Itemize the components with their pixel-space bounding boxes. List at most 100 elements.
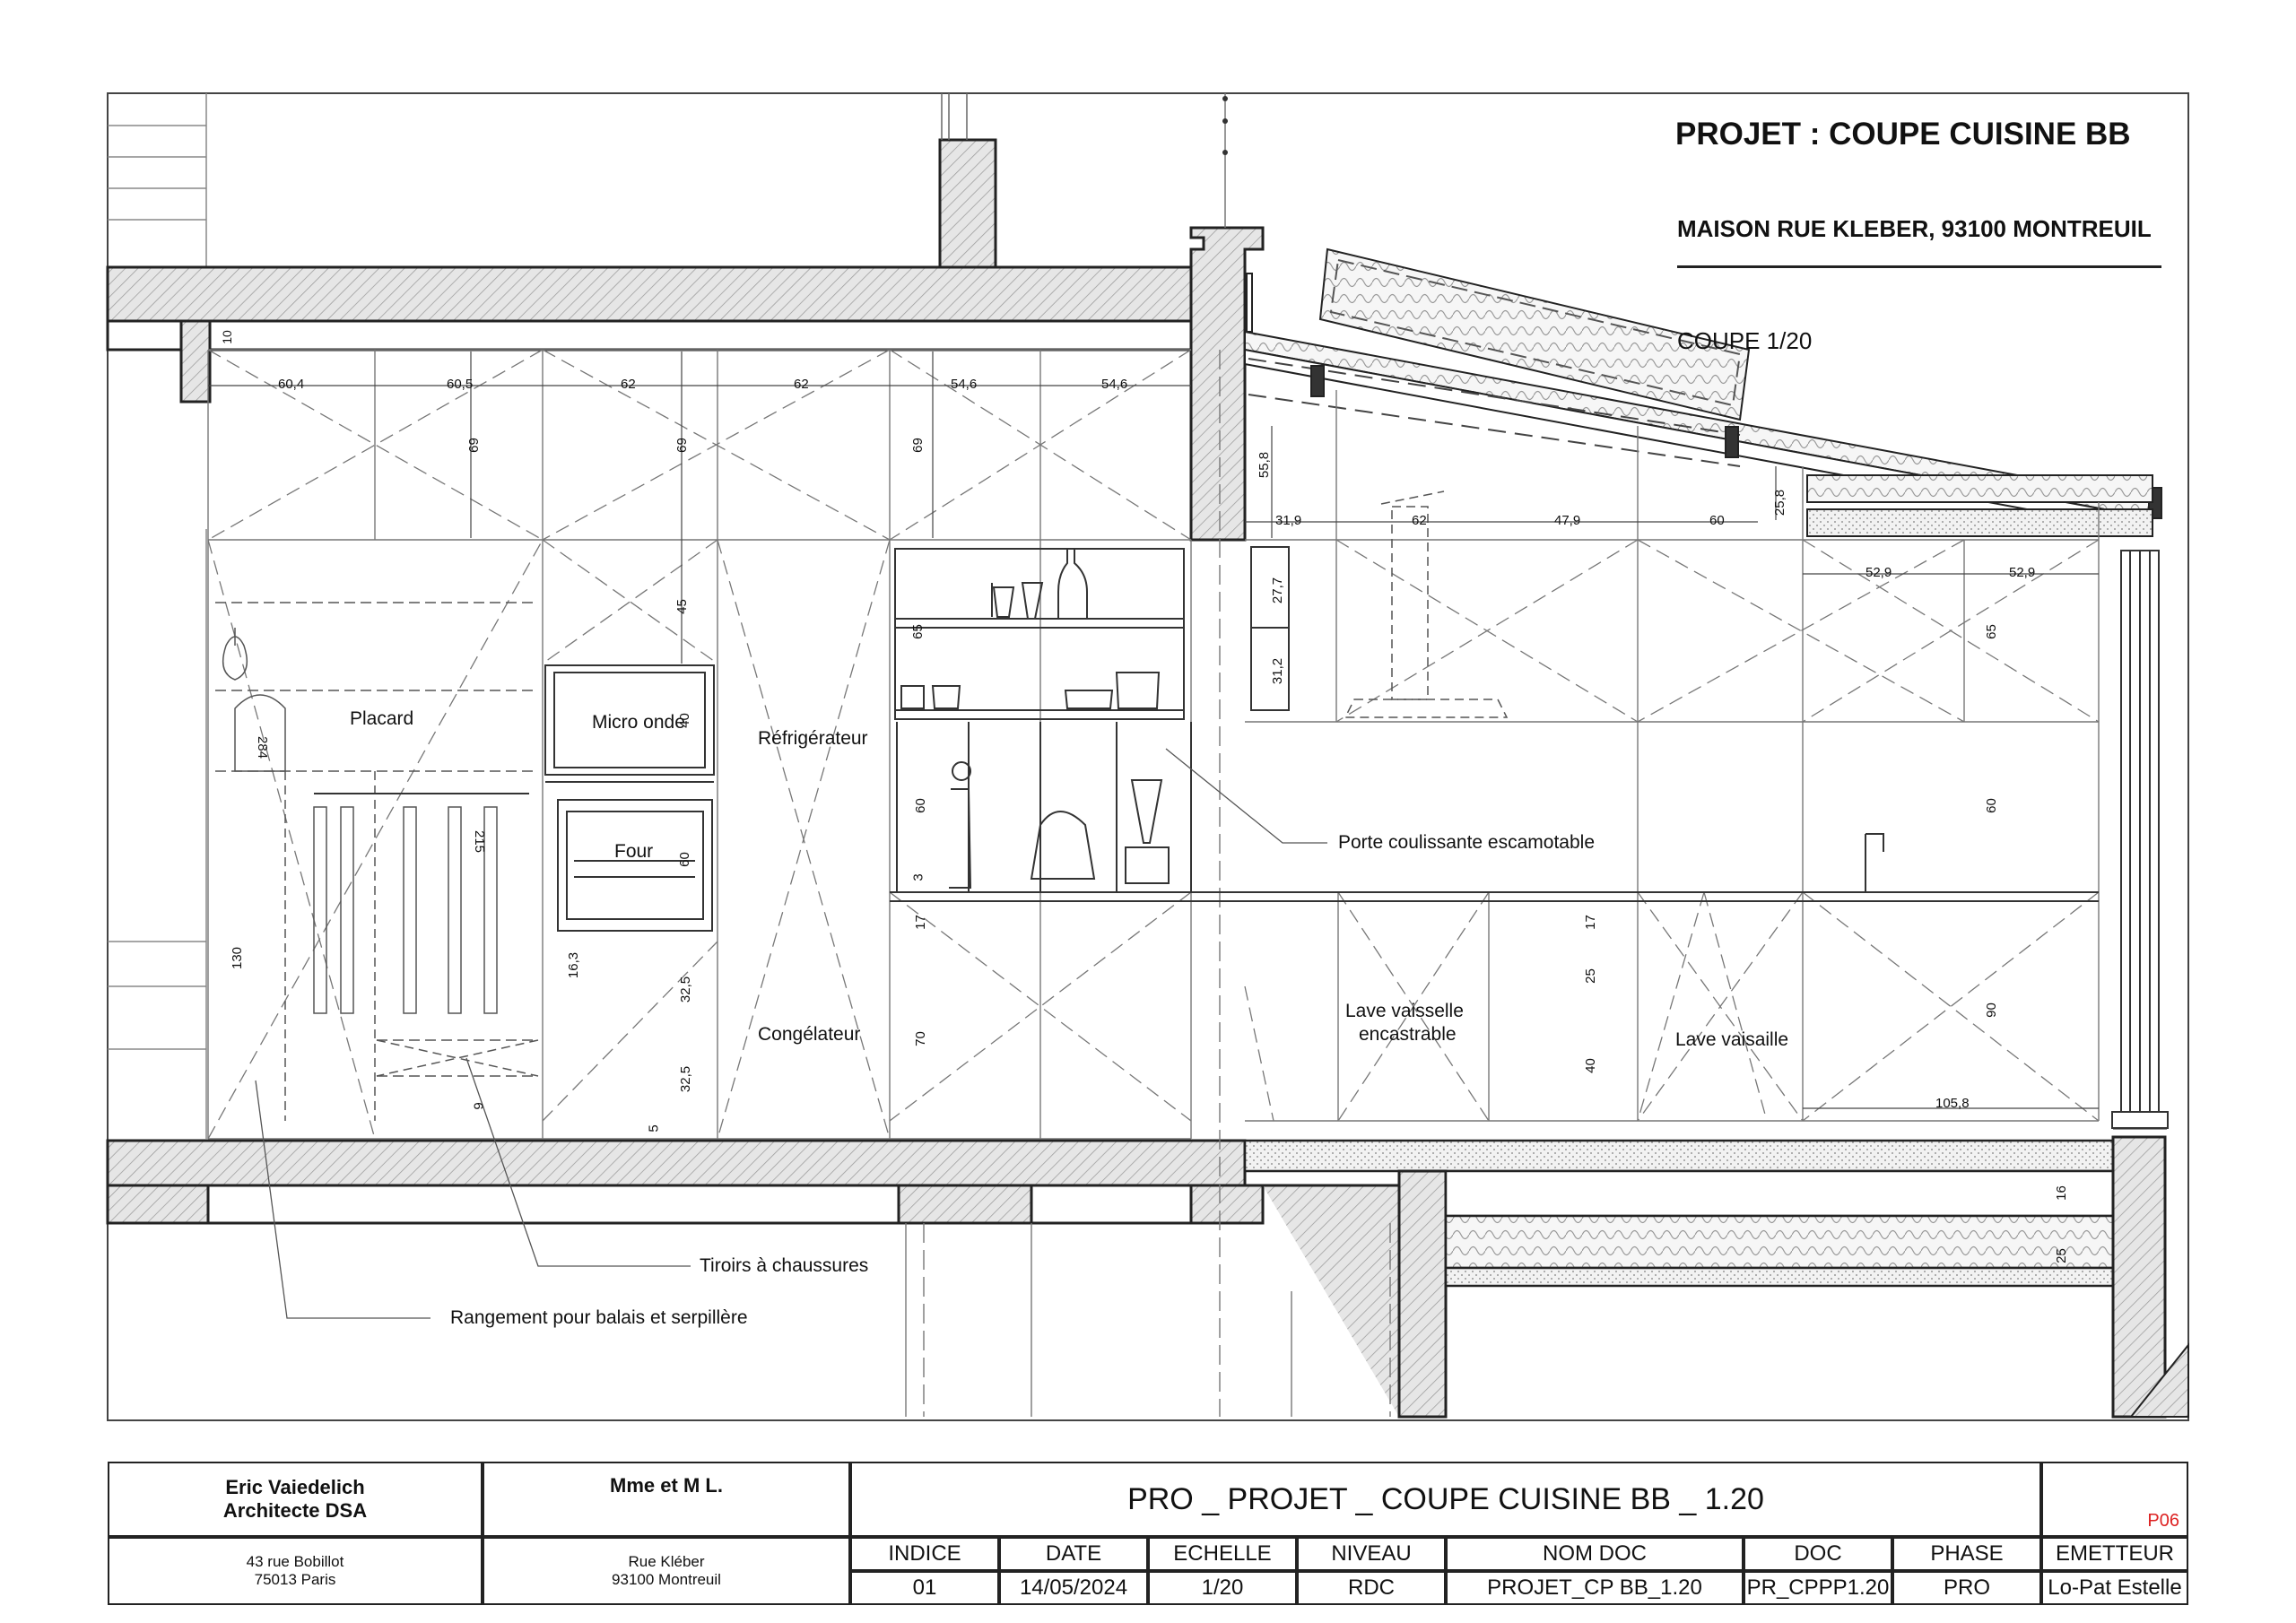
dim-65b: 65	[1983, 624, 1999, 639]
shelf-unit	[894, 548, 1192, 892]
dim-60c: 60	[1983, 798, 1999, 813]
dim-25: 25	[1582, 968, 1598, 984]
project-title: PROJET : COUPE CUISINE BB	[1675, 117, 2131, 152]
roof	[1244, 247, 2162, 537]
header-underline	[1677, 265, 2161, 268]
value-date: 14/05/2024	[999, 1571, 1148, 1605]
project-name-cell: PRO _ PROJET _ COUPE CUISINE BB _ 1.20	[850, 1462, 2041, 1537]
label-lave-vaisselle-encastrable-line1: Lave vaisselle	[1345, 1001, 1464, 1021]
header-echelle: ECHELLE	[1148, 1537, 1297, 1571]
revision-cell: P06	[2041, 1462, 2188, 1537]
dim-top-2: 60,5	[447, 377, 474, 392]
project-name: PRO _ PROJET _ COUPE CUISINE BB _ 1.20	[1127, 1481, 1764, 1516]
dim-163: 16,3	[566, 951, 582, 979]
dim-130: 130	[230, 946, 246, 970]
value-nom-doc: PROJET_CP BB_1.20	[1446, 1571, 1744, 1605]
placard-cabinet	[215, 602, 539, 1121]
dim-3: 3	[910, 873, 926, 881]
dim-right-4: 60	[1709, 513, 1725, 528]
dashed-diagonals	[207, 349, 2100, 1140]
value-niveau: RDC	[1297, 1571, 1446, 1605]
range-hood	[1344, 490, 1509, 718]
label-placard: Placard	[350, 708, 414, 729]
dim-60b: 60	[676, 852, 692, 867]
client-address-1: Rue Kléber	[628, 1553, 705, 1570]
header-date: DATE	[999, 1537, 1148, 1571]
dim-top-3: 62	[621, 377, 636, 392]
dim-40: 40	[676, 713, 692, 728]
header-nom-doc: NOM DOC	[1446, 1537, 1744, 1571]
dim-right-2: 62	[1412, 513, 1427, 528]
architect-address-cell: 43 rue Bobillot 75013 Paris	[108, 1537, 483, 1605]
right-column	[2111, 550, 2169, 1129]
dim-65a: 65	[909, 624, 926, 639]
dim-5: 5	[646, 1124, 662, 1133]
dim-90: 90	[1983, 1002, 1999, 1018]
value-echelle: 1/20	[1148, 1571, 1297, 1605]
dim-right-top-2: 52,9	[2009, 565, 2036, 580]
client-name: Mme et M L.	[610, 1474, 723, 1497]
architect-title: Architecte DSA	[222, 1499, 368, 1522]
architect-address-1: 43 rue Bobillot	[246, 1553, 344, 1570]
header-doc: DOC	[1744, 1537, 1892, 1571]
value-doc: PR_CPPP1.20	[1744, 1571, 1892, 1605]
value-indice: 01	[850, 1571, 999, 1605]
header-niveau: NIVEAU	[1297, 1537, 1446, 1571]
header-emetteur: EMETTEUR	[2041, 1537, 2188, 1571]
dim-325a: 32,5	[678, 976, 694, 1003]
dim-1058: 105,8	[1935, 1096, 1970, 1111]
dim-325b: 32,5	[678, 1065, 694, 1093]
dim-10: 10	[219, 330, 234, 344]
dim-40b: 40	[1582, 1058, 1598, 1073]
dim-70: 70	[912, 1031, 928, 1046]
counter	[890, 546, 2099, 902]
architect-name: Eric Vaiedelich	[225, 1476, 365, 1498]
section-scale: COUPE 1/20	[1677, 327, 1813, 354]
dim-top-5: 54,6	[951, 377, 978, 392]
left-wall	[108, 93, 207, 1139]
architect-address-2: 75013 Paris	[254, 1571, 336, 1588]
dim-60a: 60	[912, 798, 928, 813]
leader-lines	[255, 748, 1327, 1319]
ceiling-slab	[106, 93, 1204, 404]
dim-right-top-1: 52,9	[1866, 565, 1892, 580]
drawing-frame	[107, 92, 2189, 1421]
dim-right-3: 47,9	[1554, 513, 1581, 528]
dim-9: 9	[471, 1102, 487, 1110]
label-lave-vaisselle: Lave vaisaille	[1675, 1029, 1789, 1050]
dim-215: 215	[472, 829, 488, 854]
revision: P06	[2147, 1511, 2179, 1531]
appliance-column	[544, 664, 715, 932]
label-porte-coulissante: Porte coulissante escamotable	[1338, 832, 1595, 853]
label-refrigerateur: Réfrigérateur	[758, 728, 868, 749]
dim-277: 27,7	[1270, 577, 1286, 604]
dim-69-3: 69	[909, 438, 926, 453]
floor-slab	[106, 1126, 2189, 1419]
label-lave-vaisselle-encastrable-line2: encastrable	[1359, 1024, 1457, 1045]
header-phase: PHASE	[1892, 1537, 2041, 1571]
value-phase: PRO	[1892, 1571, 2041, 1605]
dim-284: 284	[255, 735, 271, 759]
dim-17a: 17	[912, 915, 928, 930]
dim-558: 55,8	[1257, 451, 1273, 479]
dimension-lines	[208, 352, 2099, 1109]
client-address-2: 93100 Montreuil	[612, 1571, 721, 1588]
dim-16: 16	[2053, 1185, 2069, 1201]
dim-45: 45	[674, 599, 690, 614]
label-tiroirs: Tiroirs à chaussures	[700, 1255, 869, 1276]
dim-top-1: 60,4	[278, 377, 305, 392]
dim-312: 31,2	[1270, 657, 1286, 685]
dim-right-1: 31,9	[1275, 513, 1302, 528]
label-rangement: Rangement pour balais et serpillère	[450, 1307, 748, 1328]
dim-258: 25,8	[1772, 489, 1788, 516]
dim-top-6: 54,6	[1101, 377, 1128, 392]
architect-cell: Eric Vaiedelich Architecte DSA	[108, 1462, 483, 1537]
label-micro-onde: Micro onde	[592, 712, 685, 733]
label-four: Four	[614, 841, 654, 862]
project-address: MAISON RUE KLEBER, 93100 MONTREUIL	[1677, 215, 2152, 242]
dim-17b: 17	[1582, 915, 1598, 930]
dim-25b: 25	[2053, 1248, 2069, 1263]
client-address-cell: Rue Kléber 93100 Montreuil	[483, 1537, 850, 1605]
dim-top-4: 62	[794, 377, 809, 392]
value-emetteur: Lo-Pat Estelle	[2041, 1571, 2188, 1605]
